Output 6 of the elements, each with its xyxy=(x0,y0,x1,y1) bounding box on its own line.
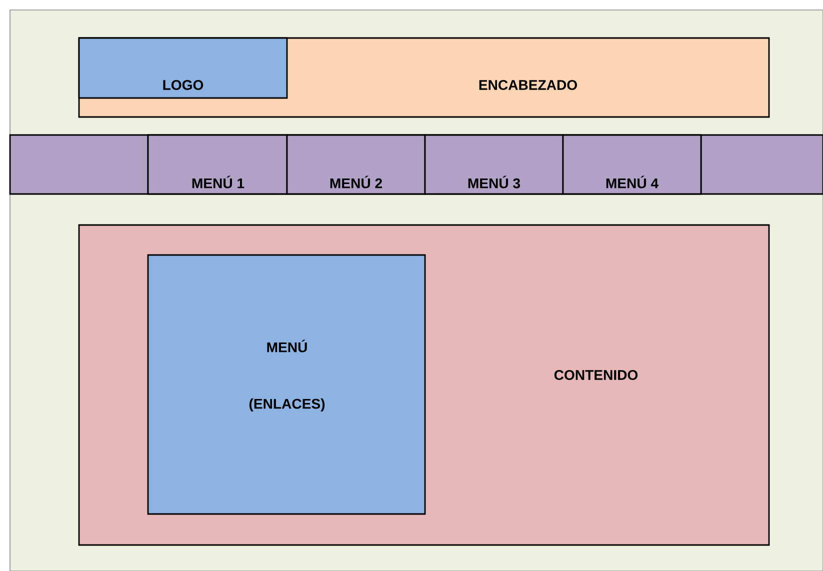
menu-tab: MENÚ 2 xyxy=(286,134,426,195)
menu-tab: MENÚ 1 xyxy=(147,134,288,195)
placeholder-box: LOGO xyxy=(78,37,288,99)
menu-tab: MENÚ 4 xyxy=(562,134,702,195)
menu-tab: MENÚ 3 xyxy=(424,134,564,195)
sidebar-menu-box: MENÚ (ENLACES) xyxy=(147,254,426,515)
